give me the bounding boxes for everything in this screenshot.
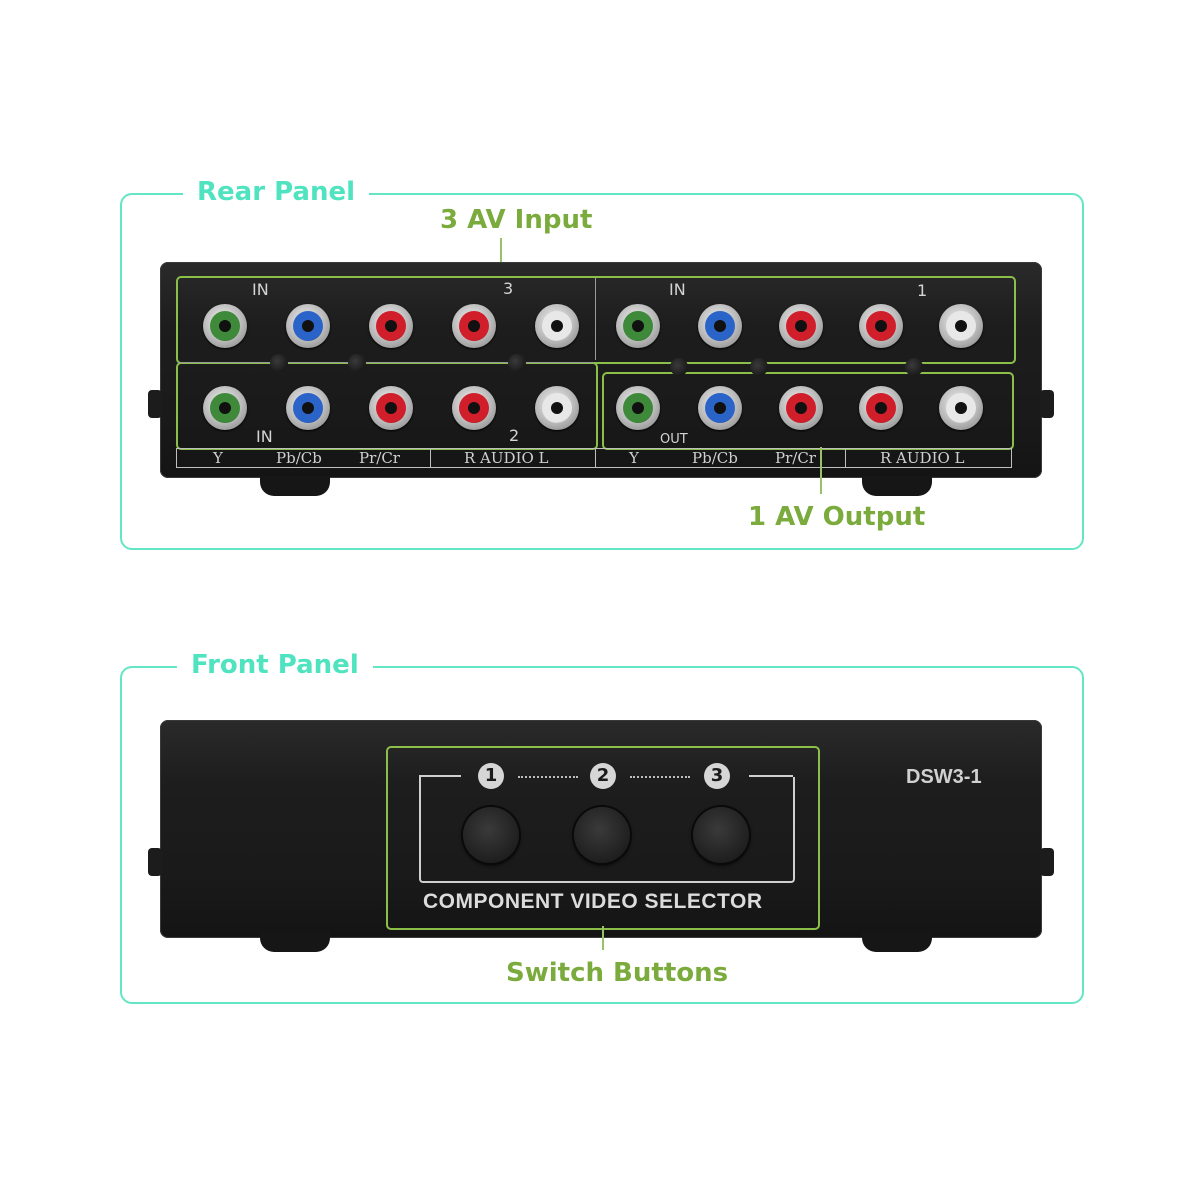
panel-screw bbox=[905, 358, 923, 376]
rca-jack-audio-r-in1 bbox=[859, 304, 903, 348]
device-foot bbox=[260, 476, 330, 496]
rca-jack-audio-l-in2 bbox=[535, 386, 579, 430]
switch-bracket-top-left bbox=[419, 775, 461, 777]
rca-jack-pb-in1 bbox=[698, 304, 742, 348]
switch-button-3[interactable] bbox=[693, 807, 749, 863]
label-divider bbox=[595, 448, 596, 467]
side-knob-right bbox=[1040, 390, 1054, 418]
panel-screw bbox=[750, 358, 768, 376]
rca-jack-audio-l-in1 bbox=[939, 304, 983, 348]
label-divider bbox=[430, 448, 431, 467]
rear-panel-device bbox=[148, 262, 1054, 496]
rca-jack-pr-out bbox=[779, 386, 823, 430]
row-divider bbox=[178, 362, 594, 363]
label-prcr-left: Pr/Cr bbox=[359, 449, 400, 467]
side-knob-right bbox=[1040, 848, 1054, 876]
rear-panel-title: Rear Panel bbox=[183, 177, 370, 207]
switch-bracket-top-right bbox=[749, 775, 793, 777]
label-prcr-right: Pr/Cr bbox=[775, 449, 816, 467]
label-audio-right: R AUDIO L bbox=[880, 449, 965, 467]
label-y-left: Y bbox=[213, 449, 223, 467]
panel-screw bbox=[508, 354, 526, 372]
rca-jack-audio-r-in2 bbox=[452, 386, 496, 430]
label-y-right: Y bbox=[629, 449, 639, 467]
rca-jack-y-in2 bbox=[203, 386, 247, 430]
rca-jack-y-in3 bbox=[203, 304, 247, 348]
rear-panel-frame bbox=[120, 193, 1084, 550]
dotted-connector bbox=[518, 776, 578, 778]
side-knob-left bbox=[148, 390, 162, 418]
av-output-leader-line bbox=[820, 447, 822, 494]
label-strip bbox=[176, 448, 1012, 468]
device-foot bbox=[862, 932, 932, 952]
device-foot bbox=[862, 476, 932, 496]
label-in-1: IN bbox=[669, 280, 686, 299]
label-pbcb-right: Pb/Cb bbox=[692, 449, 738, 467]
rca-jack-audio-l-out bbox=[939, 386, 983, 430]
rca-jack-audio-l-in3 bbox=[535, 304, 579, 348]
av-output-callout: 1 AV Output bbox=[748, 502, 926, 532]
rca-jack-pr-in3 bbox=[369, 304, 413, 348]
rca-jack-y-in1 bbox=[616, 304, 660, 348]
front-panel-title: Front Panel bbox=[177, 650, 373, 680]
label-in-2: IN bbox=[256, 427, 273, 446]
label-divider bbox=[845, 448, 846, 467]
button-number-1: 1 bbox=[478, 763, 504, 789]
output-group-highlight bbox=[602, 372, 1014, 450]
panel-screw bbox=[348, 354, 366, 372]
dotted-connector bbox=[630, 776, 690, 778]
device-foot bbox=[260, 932, 330, 952]
switch-button-2[interactable] bbox=[574, 807, 630, 863]
group-divider bbox=[595, 278, 596, 360]
label-number-2: 2 bbox=[509, 426, 520, 445]
input-group-2-highlight bbox=[176, 362, 598, 450]
model-label: DSW3-1 bbox=[906, 766, 982, 788]
label-in-3: IN bbox=[252, 280, 269, 299]
label-audio-left: R AUDIO L bbox=[464, 449, 549, 467]
label-out: OUT bbox=[660, 432, 688, 447]
rca-jack-pb-out bbox=[698, 386, 742, 430]
panel-screw bbox=[670, 358, 688, 376]
switch-leader-line bbox=[602, 926, 604, 950]
rca-jack-pr-in2 bbox=[369, 386, 413, 430]
rca-jack-pb-in3 bbox=[286, 304, 330, 348]
side-knob-left bbox=[148, 848, 162, 876]
rca-jack-y-out bbox=[616, 386, 660, 430]
label-number-3: 3 bbox=[503, 279, 514, 298]
selector-label: COMPONENT VIDEO SELECTOR bbox=[423, 890, 763, 913]
switch-button-1[interactable] bbox=[463, 807, 519, 863]
panel-screw bbox=[270, 354, 288, 372]
rca-jack-audio-r-out bbox=[859, 386, 903, 430]
label-pbcb-left: Pb/Cb bbox=[276, 449, 322, 467]
rca-jack-pb-in2 bbox=[286, 386, 330, 430]
rca-jack-pr-in1 bbox=[779, 304, 823, 348]
button-number-2: 2 bbox=[590, 763, 616, 789]
rca-jack-audio-r-in3 bbox=[452, 304, 496, 348]
switch-bracket bbox=[419, 777, 795, 883]
button-number-3: 3 bbox=[704, 763, 730, 789]
label-number-1: 1 bbox=[917, 281, 928, 300]
av-input-callout: 3 AV Input bbox=[440, 205, 593, 235]
front-panel-frame bbox=[120, 666, 1084, 1004]
av-input-leader-line bbox=[500, 238, 502, 276]
switch-buttons-callout: Switch Buttons bbox=[506, 958, 729, 988]
